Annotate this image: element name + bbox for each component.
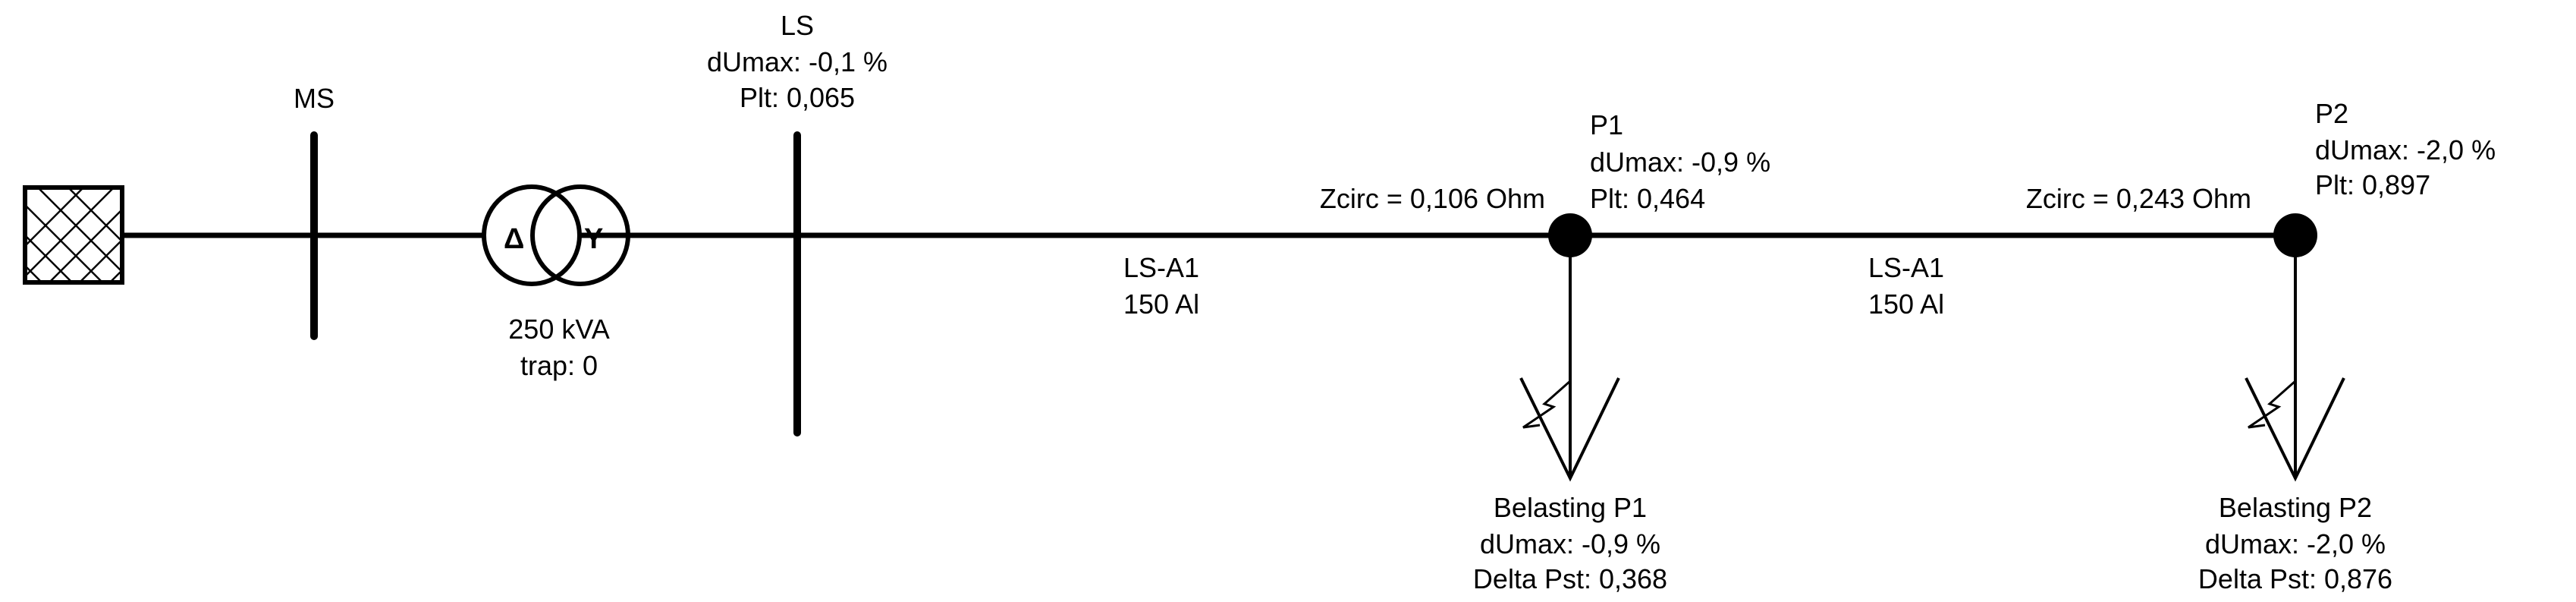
load1-dumax: dUmax: -0,9 % [1480,528,1660,559]
ls-plt: Plt: 0,065 [740,82,855,113]
p1-label: P1 [1590,109,1623,140]
wye-symbol: Y [584,223,603,255]
load-arrow-icon[interactable] [2245,235,2345,482]
transformer-tap: trap: 0 [520,350,598,381]
load2-dumax: dUmax: -2,0 % [2205,528,2386,559]
cable1-section: 150 Al [1123,288,1199,320]
delta-symbol: Δ [504,223,524,255]
cable2-zcirc: Zcirc = 0,243 Ohm [2026,183,2251,214]
load-arrow-icon[interactable] [1519,235,1620,482]
lightning-icon [1522,380,1571,429]
load2-label: Belasting P2 [2219,492,2372,523]
cable2-section: 150 Al [1868,288,1944,320]
load2-delta-pst: Delta Pst: 0,876 [2198,563,2392,594]
p2-label: P2 [2315,98,2348,129]
ls-label: LS [781,10,814,41]
p2-dumax: dUmax: -2,0 % [2315,134,2496,165]
transformer-rating: 250 kVA [508,314,609,345]
cable2-type: LS-A1 [1868,252,1944,283]
load1-delta-pst: Delta Pst: 0,368 [1473,563,1667,594]
load1-label: Belasting P1 [1494,492,1647,523]
transformer-icon[interactable] [482,184,630,286]
p1-dumax: dUmax: -0,9 % [1590,147,1770,178]
ms-label: MS [294,83,335,114]
ls-dumax: dUmax: -0,1 % [707,46,887,77]
cable1-zcirc: Zcirc = 0,106 Ohm [1320,183,1545,214]
lightning-icon [2248,380,2296,429]
p1-plt: Plt: 0,464 [1590,183,1705,214]
cable1-type: LS-A1 [1123,252,1199,283]
grid-source-hatched-icon[interactable] [0,185,205,309]
p2-plt: Plt: 0,897 [2315,169,2430,200]
